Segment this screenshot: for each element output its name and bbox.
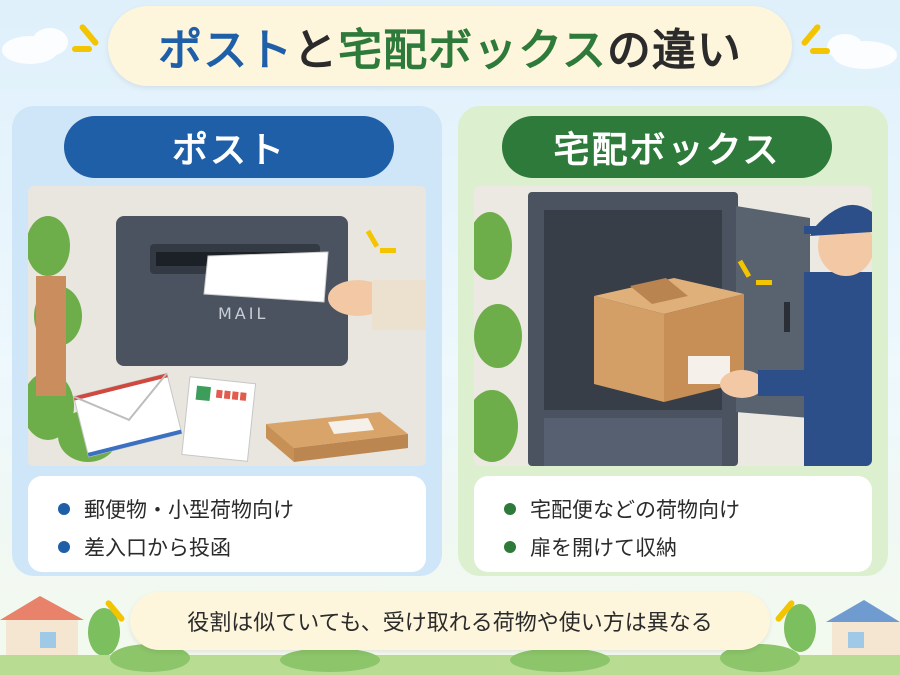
title-banner: ポスト と 宅配ボックス の違い	[108, 6, 792, 86]
delivery-box-door	[736, 206, 810, 418]
postcard-icon	[181, 376, 257, 462]
summary-banner: 役割は似ていても、受け取れる荷物や使い方は異なる	[130, 592, 770, 650]
bullet-icon	[58, 541, 70, 553]
post-features-card: 郵便物・小型荷物向け 差入口から投函	[28, 476, 426, 572]
list-item: 郵便物・小型荷物向け	[58, 490, 426, 528]
list-item: 宅配便などの荷物向け	[504, 490, 872, 528]
delivery-box-features-card: 宅配便などの荷物向け 扉を開けて収納	[474, 476, 872, 572]
sparkle-icon	[72, 46, 92, 52]
ground	[0, 655, 900, 675]
bullet-icon	[504, 541, 516, 553]
trees	[88, 604, 816, 656]
cloud-right	[827, 34, 897, 69]
fence-post	[36, 276, 66, 396]
sleeve	[372, 280, 426, 330]
door-handle	[784, 302, 790, 332]
bullet-icon	[504, 503, 516, 515]
post-illustration: MAIL	[28, 186, 426, 466]
bullet-icon	[58, 503, 70, 515]
envelope-icon	[73, 372, 183, 458]
delivery-box-illustration	[474, 186, 872, 466]
post-features-list: 郵便物・小型荷物向け 差入口から投函	[28, 476, 426, 566]
small-parcel-icon	[266, 412, 408, 462]
letter-icon	[203, 251, 329, 303]
hand-icon	[720, 370, 764, 398]
bushes	[110, 644, 800, 672]
list-item: 差入口から投函	[58, 528, 426, 566]
leaf-icon	[474, 212, 522, 462]
title-part-box: 宅配ボックス	[338, 25, 607, 76]
delivery-box-features-list: 宅配便などの荷物向け 扉を開けて収納	[474, 476, 872, 566]
title-part-difference: の違い	[606, 25, 742, 76]
mailbox-scene	[28, 186, 426, 466]
title-part-and: と	[293, 25, 339, 76]
post-heading: ポスト	[64, 116, 394, 178]
delivery-worker	[720, 204, 872, 466]
delivery-box-heading: 宅配ボックス	[502, 116, 832, 178]
sparkle-icon	[810, 48, 830, 54]
delivery-box-scene	[474, 186, 872, 466]
title-part-post: ポスト	[158, 25, 294, 76]
mailbox-label: MAIL	[218, 304, 269, 323]
list-item: 扉を開けて収納	[504, 528, 872, 566]
parcel-icon	[594, 278, 744, 402]
cloud-left	[2, 28, 68, 64]
